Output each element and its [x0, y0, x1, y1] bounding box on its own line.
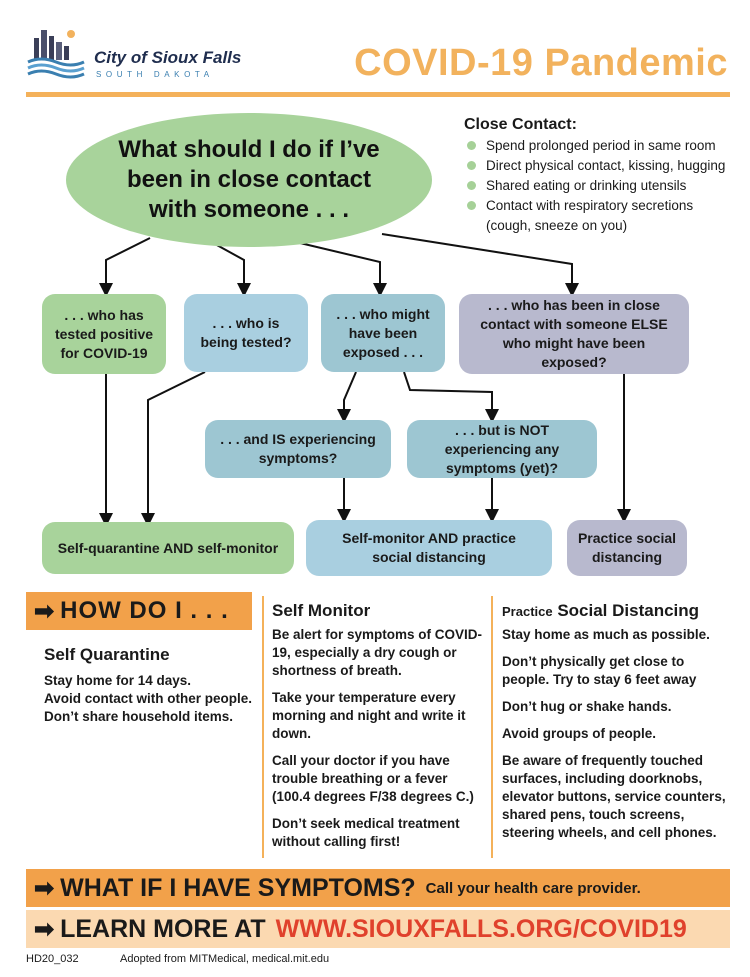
branch-being-tested: . . . who is being tested?: [184, 294, 308, 372]
outcome-quarantine-label: Self-quarantine AND self-monitor: [57, 539, 279, 556]
close-contact-list: Spend prolonged period in same room Dire…: [466, 136, 736, 236]
self-quarantine-line: Avoid contact with other people.: [44, 691, 253, 706]
social-distancing-paragraph: Don’t physically get close to people. Tr…: [502, 654, 697, 687]
branch-not-experiencing-label: . . . but is NOT experiencing any sympto…: [444, 421, 560, 476]
self-monitor-paragraph: Be alert for symptoms of COVID-19, espec…: [272, 627, 483, 678]
learn-more-banner: ➡ LEARN MORE AT WWW.SIOUXFALLS.ORG/COVID…: [26, 910, 730, 948]
question-oval: What should I do if I’ve been in close c…: [66, 113, 432, 247]
branch-might-be-exposed-label: . . . who might have been exposed . . .: [336, 305, 430, 360]
close-contact-item: Direct physical contact, kissing, huggin…: [466, 156, 736, 176]
social-distancing-paragraph: Don’t hug or shake hands.: [502, 699, 672, 714]
branch-is-experiencing-label: . . . and IS experiencing symptoms?: [220, 431, 376, 466]
page-title: COVID-19 Pandemic: [354, 42, 728, 84]
social-distancing-heading-prefix: Practice: [502, 604, 553, 619]
learn-more-url[interactable]: WWW.SIOUXFALLS.ORG/COVID19: [275, 914, 687, 943]
branch-someone-else: . . . who has been in close contact with…: [459, 294, 689, 374]
close-contact-item: Shared eating or drinking utensils: [466, 176, 736, 196]
branch-not-experiencing: . . . but is NOT experiencing any sympto…: [407, 420, 597, 478]
social-distancing-heading: Practice Social Distancing: [502, 601, 699, 621]
city-name: City of Sioux Falls: [94, 48, 242, 67]
social-distancing-list: Stay home as much as possible. Don’t phy…: [502, 626, 730, 851]
close-contact-item: Spend prolonged period in same room: [466, 136, 736, 156]
self-quarantine-list: Stay home for 14 days. Avoid contact wit…: [44, 672, 258, 726]
outcome-distance: Practice social distancing: [567, 520, 687, 576]
self-monitor-paragraph: Call your doctor if you have trouble bre…: [272, 753, 474, 804]
right-arrow-icon: ➡: [34, 915, 55, 943]
self-quarantine-heading: Self Quarantine: [44, 645, 170, 664]
close-contact-title: Close Contact:: [464, 116, 577, 133]
social-distancing-paragraph: Be aware of frequently touched surfaces,…: [502, 753, 726, 840]
outcome-monitor-distance: Self-monitor AND practice social distanc…: [306, 520, 552, 576]
footer-code: HD20_032: [26, 953, 79, 965]
close-contact-item: Contact with respiratory secretions (cou…: [466, 196, 736, 236]
symptoms-advice: Call your health care provider.: [425, 879, 641, 897]
self-monitor-heading: Self Monitor: [272, 601, 371, 620]
branch-tested-positive-label: . . . who has tested positive for COVID-…: [54, 306, 154, 361]
branch-is-experiencing: . . . and IS experiencing symptoms?: [205, 420, 391, 478]
branch-might-be-exposed: . . . who might have been exposed . . .: [321, 294, 445, 372]
column-divider: [262, 596, 264, 858]
social-distancing-heading-text: Social Distancing: [557, 601, 700, 620]
self-quarantine-line: Stay home for 14 days.: [44, 673, 192, 688]
city-skyline-logo-icon: [26, 24, 86, 80]
header-divider: [26, 92, 730, 97]
how-do-i-banner: ➡ HOW DO I . . .: [26, 592, 252, 630]
city-subtitle: SOUTH DAKOTA: [96, 70, 214, 79]
self-monitor-paragraph: Don’t seek medical treatment without cal…: [272, 816, 460, 849]
learn-more-label: LEARN MORE AT: [60, 914, 266, 943]
outcome-monitor-distance-label: Self-monitor AND practice social distanc…: [342, 530, 516, 565]
symptoms-banner: ➡ WHAT IF I HAVE SYMPTOMS? Call your hea…: [26, 869, 730, 907]
self-quarantine-line: Don’t share household items.: [44, 709, 234, 724]
self-monitor-paragraph: Take your temperature every morning and …: [272, 690, 466, 741]
column-divider: [491, 596, 493, 858]
branch-tested-positive: . . . who has tested positive for COVID-…: [42, 294, 166, 374]
self-monitor-list: Be alert for symptoms of COVID-19, espec…: [272, 626, 484, 860]
footer-credit: Adopted from MITMedical, medical.mit.edu: [120, 953, 330, 965]
symptoms-question: WHAT IF I HAVE SYMPTOMS?: [60, 873, 416, 902]
branch-being-tested-label: . . . who is being tested?: [200, 315, 292, 350]
branch-someone-else-label: . . . who has been in close contact with…: [480, 297, 668, 370]
social-distancing-paragraph: Stay home as much as possible.: [502, 627, 710, 642]
question-text: What should I do if I’ve been in close c…: [118, 136, 380, 223]
right-arrow-icon: ➡: [34, 597, 55, 625]
right-arrow-icon: ➡: [34, 874, 55, 902]
outcome-distance-label: Practice social distancing: [577, 530, 677, 565]
outcome-quarantine: Self-quarantine AND self-monitor: [42, 522, 294, 574]
social-distancing-paragraph: Avoid groups of people.: [502, 726, 656, 741]
how-do-i-label: HOW DO I . . .: [60, 597, 229, 624]
